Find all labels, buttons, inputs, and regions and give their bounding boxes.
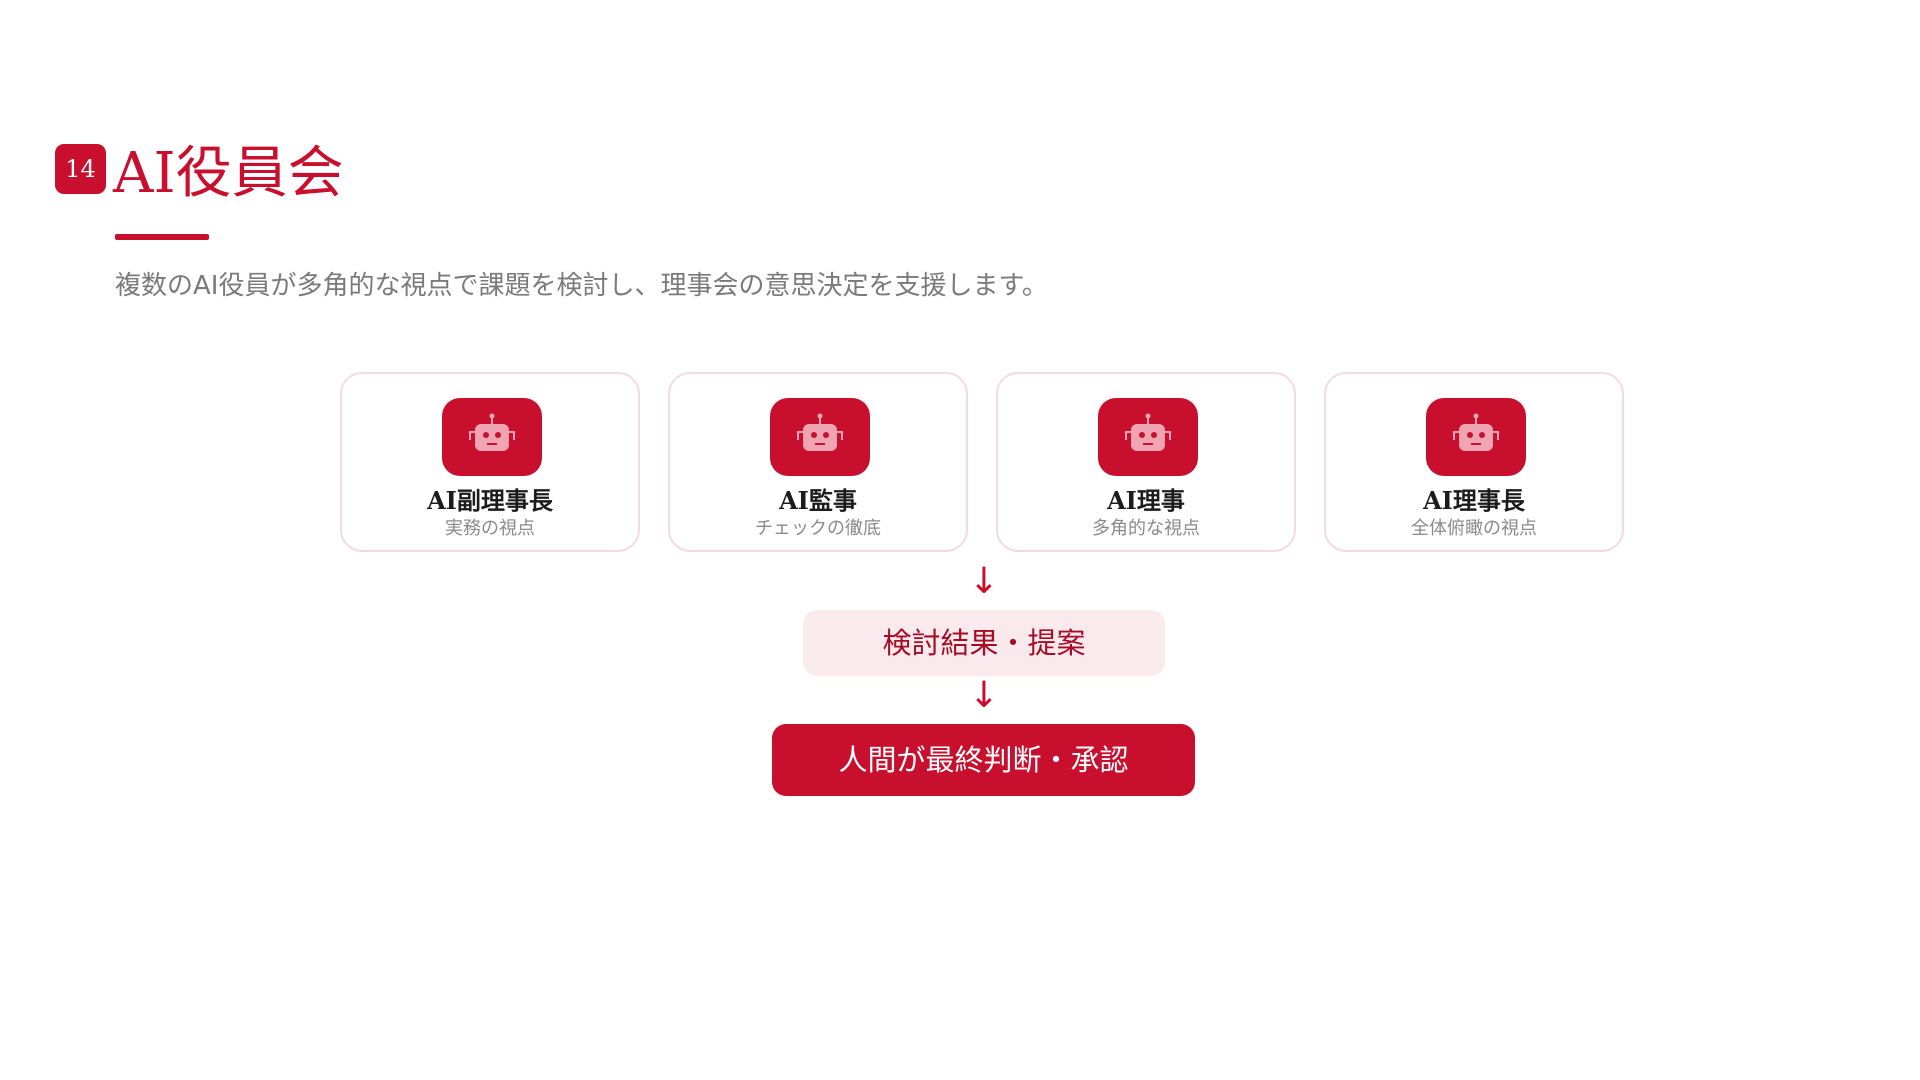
- member-name: AI理事長: [1423, 486, 1525, 515]
- robot-glyph: [1453, 413, 1499, 451]
- member-name: AI監事: [779, 486, 857, 515]
- member-perspective: 全体俯瞰の視点: [1411, 518, 1537, 539]
- member-name: AI理事: [1107, 486, 1185, 515]
- page-title: AI役員会: [113, 141, 344, 206]
- down-arrow-icon: ↓: [968, 675, 1000, 716]
- slide-number-badge: 14: [55, 144, 106, 194]
- member-perspective: 多角的な視点: [1092, 518, 1200, 539]
- robot-icon: [442, 398, 542, 476]
- robot-icon: [1426, 398, 1526, 476]
- robot-icon: [770, 398, 870, 476]
- robot-glyph: [1125, 413, 1171, 451]
- robot-glyph: [469, 413, 515, 451]
- page-subtitle: 複数のAI役員が多角的な視点で課題を検討し、理事会の意思決定を支援します。: [115, 271, 1048, 301]
- review-result-box: 検討結果・提案: [803, 610, 1165, 676]
- title-underline: [115, 234, 209, 240]
- member-card-director: AI理事 多角的な視点: [996, 372, 1296, 552]
- human-decision-box: 人間が最終判断・承認: [772, 724, 1195, 796]
- robot-icon: [1098, 398, 1198, 476]
- down-arrow-icon: ↓: [968, 561, 1000, 602]
- member-card-vice-chair: AI副理事長 実務の視点: [340, 372, 640, 552]
- ai-board-members: AI副理事長 実務の視点 AI監事 チェックの徹底: [340, 372, 1630, 552]
- member-perspective: チェックの徹底: [755, 518, 881, 539]
- robot-glyph: [797, 413, 843, 451]
- member-card-auditor: AI監事 チェックの徹底: [668, 372, 968, 552]
- member-name: AI副理事長: [427, 486, 553, 515]
- member-card-chair: AI理事長 全体俯瞰の視点: [1324, 372, 1624, 552]
- member-perspective: 実務の視点: [445, 518, 535, 539]
